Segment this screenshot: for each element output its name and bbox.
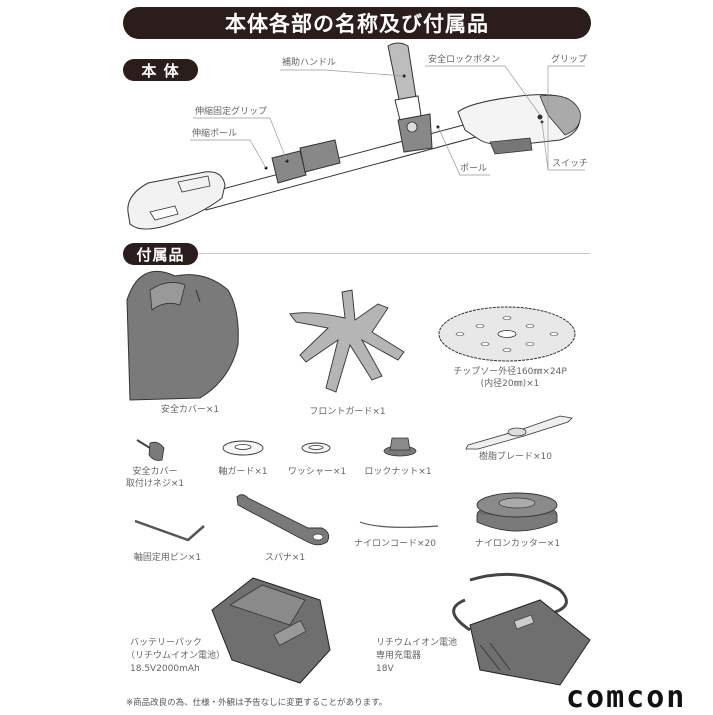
section-header-body: 本 体 bbox=[123, 59, 198, 81]
label-safety-lock-button: 安全ロックボタン bbox=[428, 55, 501, 65]
label-aux-handle: 補助ハンドル bbox=[282, 58, 337, 68]
label-nylon-cutter: ナイロンカッター×1 bbox=[474, 539, 561, 549]
washer-icon bbox=[301, 442, 331, 454]
disclaimer-note: ※商品改良の為、仕様・外観は予告なしに変更することがあります。 bbox=[126, 698, 388, 708]
label-telescopic-pole: 伸縮ポール bbox=[192, 129, 238, 139]
label-washer: ワッシャー×1 bbox=[287, 467, 347, 477]
label-grip: グリップ bbox=[551, 55, 588, 65]
label-front-guard: フロントガード×1 bbox=[309, 407, 386, 417]
section-header-accessories: 付属品 bbox=[123, 243, 198, 265]
label-switch: スイッチ bbox=[552, 159, 589, 169]
label-nylon-cord: ナイロンコード×20 bbox=[354, 539, 436, 549]
resin-blade-icon bbox=[465, 415, 573, 450]
page-title: 本体各部の名称及び付属品 bbox=[123, 7, 591, 39]
label-battery-line2: （リチウムイオン電池） bbox=[126, 651, 226, 661]
trimmer-illustration bbox=[127, 42, 585, 230]
label-tip-saw-line1: チップソー外径160㎜×24P bbox=[453, 367, 567, 377]
label-charger-line1: リチウムイオン電池 bbox=[376, 638, 458, 648]
spanner-icon bbox=[236, 494, 330, 546]
label-lock-nut: ロックナット×1 bbox=[364, 467, 432, 477]
brand-logo: comcon bbox=[566, 680, 687, 715]
label-resin-blade: 樹脂ブレード×10 bbox=[479, 452, 552, 462]
tip-saw-icon bbox=[438, 306, 576, 362]
shaft-guard-icon bbox=[222, 440, 264, 456]
label-tip-saw-line2: (内径20㎜)×1 bbox=[480, 379, 540, 389]
shaft-pin-icon bbox=[134, 519, 205, 542]
lock-nut-icon bbox=[383, 437, 417, 457]
label-charger-line3: 18V bbox=[376, 664, 394, 674]
battery-pack-icon bbox=[211, 577, 331, 684]
nylon-cord-icon bbox=[359, 521, 439, 528]
safety-cover-icon bbox=[126, 271, 239, 401]
label-shaft-pin: 軸固定用ピン×1 bbox=[133, 553, 202, 563]
label-telescopic-lock-grip: 伸縮固定グリップ bbox=[195, 107, 268, 117]
label-charger-line2: 専用充電器 bbox=[376, 651, 422, 661]
label-cover-screw-line1: 安全カバー bbox=[132, 467, 178, 477]
label-battery-line1: バッテリーパック bbox=[130, 638, 202, 648]
front-guard-icon bbox=[289, 289, 405, 393]
label-pole: ポール bbox=[460, 164, 488, 174]
cover-screw-icon bbox=[136, 439, 165, 461]
label-spanner: スパナ×1 bbox=[264, 553, 306, 563]
label-safety-cover: 安全カバー×1 bbox=[160, 405, 220, 415]
section-divider bbox=[198, 253, 590, 254]
charger-icon bbox=[452, 572, 591, 686]
nylon-cutter-icon bbox=[476, 492, 558, 532]
label-battery-line3: 18.5V2000mAh bbox=[130, 664, 200, 674]
label-shaft-guard: 軸ガード×1 bbox=[218, 467, 268, 477]
label-cover-screw-line2: 取付けネジ×1 bbox=[125, 479, 185, 489]
